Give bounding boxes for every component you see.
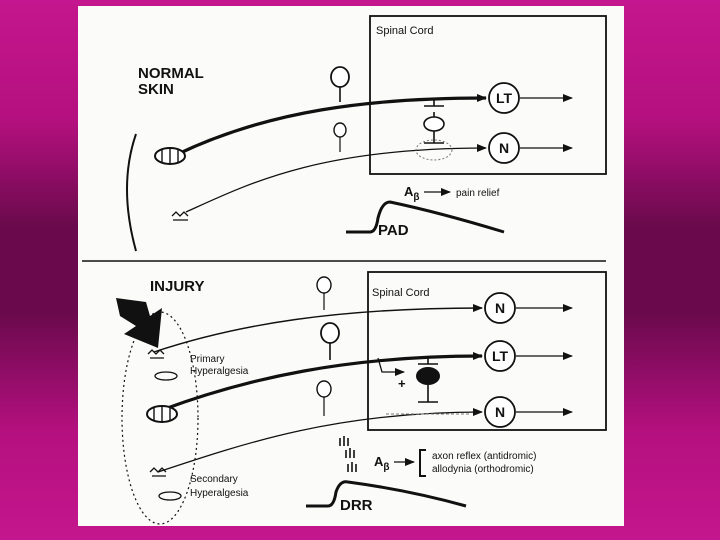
normal-skin-section: NORMAL SKIN Spinal Cord LT N Aβ pain rel… [126, 15, 607, 252]
injury-abeta-cell-body [320, 322, 340, 344]
pad-label: PAD [378, 222, 409, 239]
injury-target-n1-circle [484, 292, 516, 324]
drr-spike-burst [339, 436, 357, 472]
secondary-receptor-icon [158, 491, 182, 501]
excited-interneuron-black [416, 367, 440, 385]
pad-region-dotted [415, 139, 453, 161]
primary-receptor-icon [154, 371, 178, 381]
injury-target-lt-label: LT [492, 348, 509, 364]
secondary-fiber-line [157, 408, 483, 473]
injury-arrow-icon [116, 298, 162, 348]
spinal-cord-box-injury [367, 271, 607, 431]
injury-target-n2-circle [484, 396, 516, 428]
primary-label-line2: Hyperalgesia [190, 366, 249, 377]
abeta-symbol: Aβ [404, 184, 420, 203]
pain-pathway-diagram: NORMAL SKIN Spinal Cord LT N Aβ pain rel… [82, 15, 607, 525]
secondary-nerve-ending-icon [149, 467, 167, 477]
primary-fiber-line [153, 304, 483, 353]
injury-abeta-fiber-line [161, 352, 483, 412]
interneuron-synapse [424, 131, 444, 144]
drr-label: DRR [340, 497, 373, 514]
injury-pacinian-stripes [153, 406, 171, 422]
injury-interneuron-top [418, 356, 438, 365]
injury-abeta-symbol: Aβ [374, 454, 390, 473]
target-lt-label: LT [496, 90, 513, 106]
pain-relief-text: pain relief [456, 188, 500, 199]
drr-waveform [306, 480, 467, 508]
presynaptic-interneuron [424, 98, 444, 118]
free-nerve-ending-icon [171, 211, 189, 221]
hyperalgesia-zone-dotted [121, 311, 199, 525]
normal-title-line2: SKIN [138, 81, 174, 98]
normal-title-line1: NORMAL [138, 65, 204, 82]
c-cell-body [333, 122, 347, 138]
abeta-fiber-line [177, 94, 487, 156]
collateral-to-interneuron [377, 357, 405, 376]
excitatory-plus-sign: + [398, 376, 406, 391]
target-lt-circle [488, 82, 520, 114]
primary-nerve-ending-icon [147, 349, 165, 359]
inhibitory-interneuron [423, 116, 445, 132]
slide-panel: NORMAL SKIN Spinal Cord LT N Aβ pain rel… [78, 6, 624, 526]
spinal-cord-label-injury: Spinal Cord [372, 287, 429, 299]
injury-target-n1-label: N [495, 300, 505, 316]
injury-section: INJURY Spinal Cord Primary Hyperalgesia … [116, 271, 607, 525]
injury-target-n2-label: N [495, 404, 505, 420]
injury-target-lt-circle [484, 340, 516, 372]
pacinian-receptor-stripes [161, 148, 179, 164]
injury-interneuron-synapse [418, 385, 438, 403]
c-fiber-line [185, 144, 487, 213]
primary-label-line1: Primary [190, 354, 224, 365]
injury-title: INJURY [150, 278, 204, 295]
spinal-cord-box [369, 15, 607, 175]
spinal-cord-label: Spinal Cord [376, 25, 433, 37]
secondary-label-line1: Secondary [190, 474, 238, 485]
effect-allodynia: allodynia (orthodromic) [432, 464, 534, 475]
secondary-label-line2: Hyperalgesia [190, 488, 249, 499]
target-n-circle [488, 132, 520, 164]
effects-bracket [419, 449, 426, 477]
primary-cell-body [316, 276, 332, 294]
pad-waveform [346, 200, 505, 234]
effect-axon-reflex: axon reflex (antidromic) [432, 451, 536, 462]
secondary-cell-body [316, 380, 332, 398]
abeta-cell-body [330, 66, 350, 88]
target-n-label: N [499, 140, 509, 156]
skin-surface-curve [126, 133, 137, 252]
